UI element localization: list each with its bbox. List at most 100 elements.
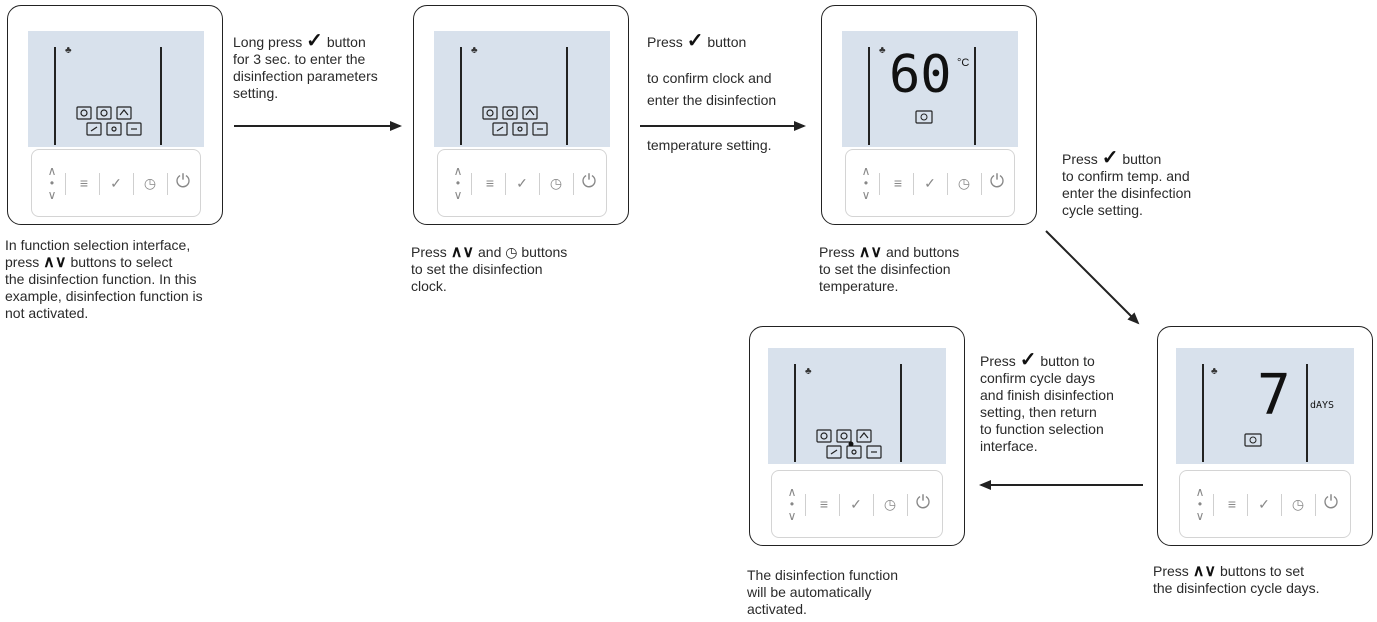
arrow-2-text: Press ✓ button to confirm clock and ente…	[647, 30, 817, 154]
controller-panel-final: ♣ ∧•∨ ≡ ✓ ◷ ⏻	[749, 326, 965, 546]
text-line: interface.	[980, 438, 1038, 454]
power-button[interactable]: ⏻	[581, 171, 597, 191]
lcd-left-bar	[794, 364, 796, 462]
text-line: and finish disinfection	[980, 387, 1114, 403]
down-arrow-icon: ∨	[1204, 563, 1217, 580]
caption-line: the disinfection cycle days.	[1153, 580, 1320, 596]
separator	[99, 173, 100, 195]
text-line: enter the disinfection	[1062, 185, 1192, 201]
separator	[805, 494, 806, 516]
clock-button[interactable]: ◷	[549, 175, 563, 191]
caption-line: temperature.	[819, 278, 899, 294]
function-icons	[76, 106, 142, 136]
caption-line: In function selection interface,	[5, 237, 191, 253]
separator	[1247, 494, 1248, 516]
check-icon: ✓	[1101, 147, 1119, 169]
menu-button[interactable]: ≡	[1227, 496, 1237, 512]
caption-panel-3: Press ∧∨ and buttons to set the disinfec…	[819, 244, 1039, 295]
caption-line: activated.	[747, 601, 807, 617]
separator	[471, 173, 472, 195]
up-down-button[interactable]: ∧•∨	[861, 164, 871, 202]
up-down-button[interactable]: ∧•∨	[1195, 485, 1205, 523]
text-line: cycle setting.	[1062, 202, 1143, 218]
separator	[839, 494, 840, 516]
button-pad	[1179, 470, 1351, 538]
separator	[505, 173, 506, 195]
separator	[1315, 494, 1316, 516]
menu-button[interactable]: ≡	[893, 175, 903, 191]
arrow-4	[979, 480, 1143, 490]
function-icons	[482, 106, 548, 136]
separator	[873, 494, 874, 516]
up-down-button[interactable]: ∧•∨	[47, 164, 57, 202]
separator	[1213, 494, 1214, 516]
lcd-left-bar	[460, 47, 462, 145]
up-down-button[interactable]: ∧•∨	[787, 485, 797, 523]
separator	[913, 173, 914, 195]
check-button[interactable]: ✓	[924, 175, 936, 191]
caption-line: to set the disinfection	[819, 261, 951, 277]
check-button[interactable]: ✓	[1258, 496, 1270, 512]
arrow-1	[234, 121, 402, 131]
lcd-screen	[768, 348, 946, 464]
caption-line: to set the disinfection	[411, 261, 543, 277]
lcd-right-bar	[566, 47, 568, 145]
check-icon: ✓	[1019, 349, 1037, 371]
caption-line: press ∧∨ buttons to select	[5, 254, 173, 271]
clock-icon: ◷	[505, 244, 518, 260]
caption-line: the disinfection function. In this	[5, 271, 197, 287]
controller-panel-1: ♣ ∧•∨ ≡ ✓ ◷ ⏻	[7, 5, 223, 225]
power-button[interactable]: ⏻	[1323, 492, 1339, 512]
down-arrow-icon: ∨	[54, 254, 67, 271]
menu-button[interactable]: ≡	[485, 175, 495, 191]
power-button[interactable]: ⏻	[175, 171, 191, 191]
up-arrow-icon: ∧	[858, 244, 871, 261]
clock-function-icon	[915, 110, 933, 124]
clock-button[interactable]: ◷	[143, 175, 157, 191]
check-button[interactable]: ✓	[110, 175, 122, 191]
controller-panel-cycle: ♣ 7 dAYS ∧•∨ ≡ ✓ ◷ ⏻	[1157, 326, 1373, 546]
arrow-4-text: Press ✓ button to confirm cycle days and…	[980, 349, 1150, 455]
caption-panel-1: In function selection interface, press ∧…	[5, 237, 245, 322]
clock-button[interactable]: ◷	[1291, 496, 1305, 512]
cycle-function-icon	[1244, 433, 1262, 447]
menu-button[interactable]: ≡	[79, 175, 89, 191]
check-button[interactable]: ✓	[850, 496, 862, 512]
caption-line: Press ∧∨ buttons to set	[1153, 563, 1305, 580]
arrow-2	[640, 121, 806, 131]
caption-line: clock.	[411, 278, 447, 294]
down-arrow-icon: ∨	[462, 244, 475, 261]
caption-line: Press ∧∨ and buttons	[819, 244, 960, 261]
function-icons	[816, 429, 882, 459]
cycle-days-value: 7	[1257, 363, 1291, 428]
up-arrow-icon: ∧	[43, 254, 55, 271]
power-button[interactable]: ⏻	[989, 171, 1005, 191]
power-button[interactable]: ⏻	[915, 492, 931, 512]
text-line: for 3 sec. to enter the	[233, 51, 366, 67]
caption-line: will be automatically	[747, 584, 872, 600]
button-pad	[31, 149, 201, 217]
separator	[947, 173, 948, 195]
lcd-left-bar	[1202, 364, 1204, 462]
separator	[539, 173, 540, 195]
check-icon: ✓	[686, 30, 704, 52]
up-down-button[interactable]: ∧•∨	[453, 164, 463, 202]
controller-panel-3: ♣ 60 °C ∧•∨ ≡ ✓ ◷ ⏻	[821, 5, 1037, 225]
check-button[interactable]: ✓	[516, 175, 528, 191]
clock-button[interactable]: ◷	[883, 496, 897, 512]
thermometer-icon: ♣	[805, 366, 812, 377]
caption-panel-2: Press ∧∨ and ◷ buttons to set the disinf…	[411, 244, 641, 295]
button-pad	[771, 470, 943, 538]
lcd-left-bar	[54, 47, 56, 145]
arrow-3-text: Press ✓ button to confirm temp. and ente…	[1062, 147, 1232, 219]
active-indicator-dot	[848, 441, 854, 447]
text-line: enter the disinfection	[647, 92, 777, 108]
separator	[1281, 494, 1282, 516]
text-line: disinfection parameters	[233, 68, 378, 84]
up-arrow-icon: ∧	[450, 244, 463, 261]
lcd-right-bar	[900, 364, 902, 462]
lcd-screen	[842, 31, 1018, 147]
text-line: temperature setting.	[647, 137, 772, 153]
clock-button[interactable]: ◷	[957, 175, 971, 191]
menu-button[interactable]: ≡	[819, 496, 829, 512]
